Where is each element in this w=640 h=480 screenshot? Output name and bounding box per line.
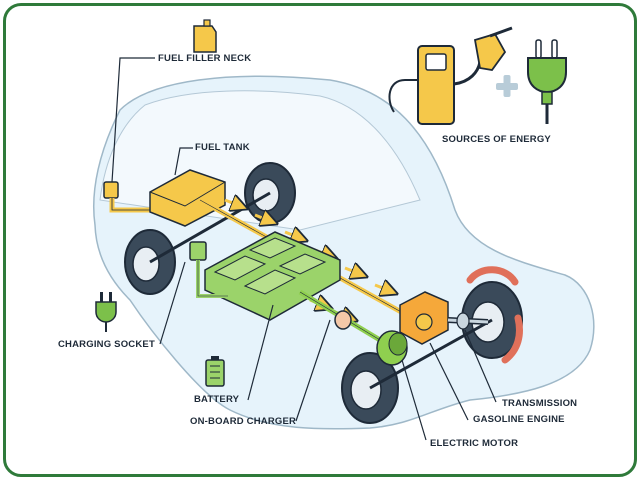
rotation-arrow (466, 266, 519, 286)
label-on-board-charger: ON-BOARD CHARGER (190, 416, 297, 427)
gasoline-engine (399, 291, 449, 345)
fuel-filler-neck (103, 181, 119, 199)
power-plug-icon (527, 39, 567, 124)
fuel-pump-icon (388, 26, 513, 125)
transmission (456, 312, 470, 330)
battery-icon (205, 356, 225, 387)
label-electric-motor: ELECTRIC MOTOR (430, 438, 519, 449)
label-transmission: TRANSMISSION (502, 398, 578, 409)
wheel-front-left (124, 229, 176, 295)
charging-socket (189, 241, 207, 261)
fuel-tank (149, 169, 226, 227)
on-board-charger (334, 310, 352, 330)
plus-icon (496, 75, 518, 97)
electric-motor (376, 330, 408, 366)
label-gasoline-engine: GASOLINE ENGINE (473, 414, 565, 425)
label-charging-socket: CHARGING SOCKET (58, 339, 155, 350)
rotation-arrow (501, 314, 523, 364)
label-sources-of-energy: SOURCES OF ENERGY (442, 134, 551, 145)
label-fuel-filler-neck: FUEL FILLER NECK (158, 53, 252, 64)
fuel-can-icon (193, 19, 217, 53)
label-battery: BATTERY (194, 394, 240, 405)
power-plug-icon (95, 292, 117, 332)
label-fuel-tank: FUEL TANK (195, 142, 250, 153)
